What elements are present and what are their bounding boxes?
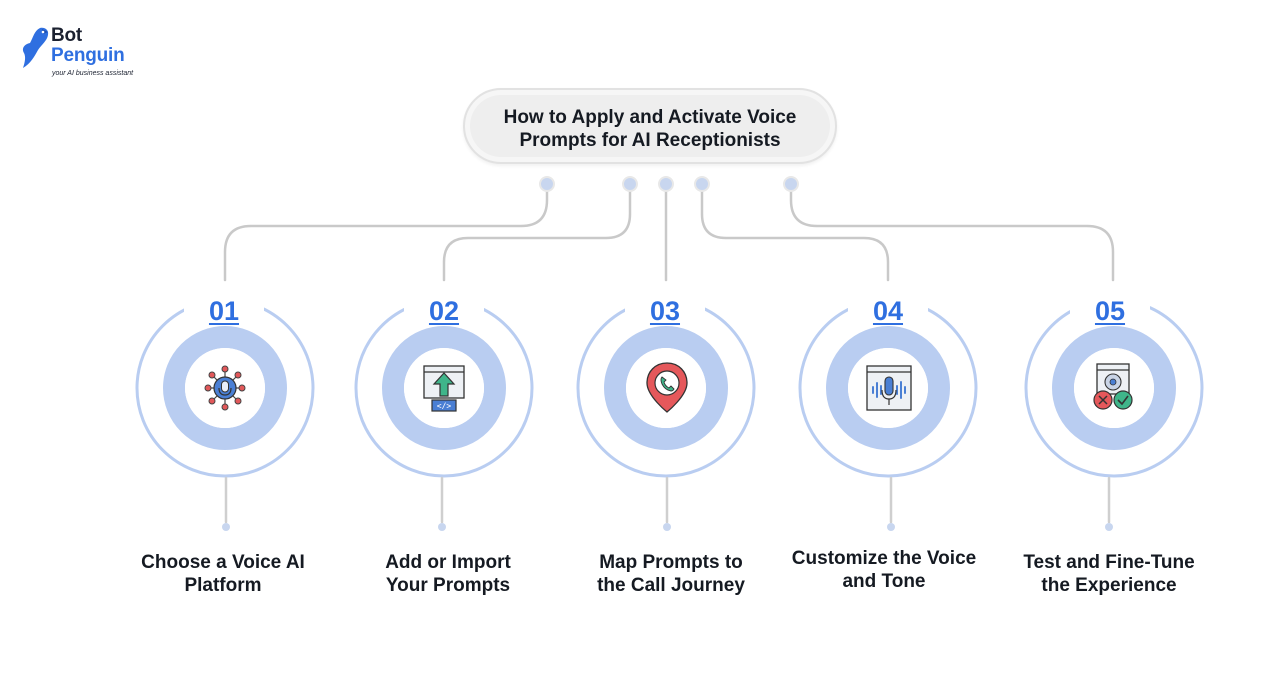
voice-network-icon: [200, 363, 250, 413]
step-number-05: 05: [1070, 296, 1150, 326]
step-number-01: 01: [184, 296, 264, 326]
logo-text-bot: Bot: [51, 25, 83, 46]
stem-dot-03: [663, 523, 671, 531]
microphone-waveform-icon: [864, 363, 914, 413]
step-inner-ring-05: [1052, 326, 1176, 450]
title-dot-1: [539, 176, 555, 192]
test-check-cross-icon: [1087, 360, 1137, 410]
stem-dot-04: [887, 523, 895, 531]
step-label-05-line2: the Experience: [1041, 575, 1177, 596]
step-inner-ring-02: [382, 326, 506, 450]
step-label-01: Choose a Voice AI Platform: [113, 551, 333, 597]
step-label-01-line2: Platform: [184, 575, 262, 596]
connector-02: [442, 182, 632, 282]
logo-tagline: your AI business assistant: [52, 70, 134, 77]
stem-dot-01: [222, 523, 230, 531]
step-label-02-line2: Your Prompts: [385, 575, 511, 596]
step-number-03: 03: [625, 296, 705, 326]
step-inner-ring-01: [163, 326, 287, 450]
connector-04: [700, 182, 890, 282]
title-dot-2: [622, 176, 638, 192]
page-title: How to Apply and Activate Voice Prompts …: [465, 106, 835, 152]
step-number-04: 04: [848, 296, 928, 326]
logo-text-penguin: Penguin: [51, 45, 125, 66]
title-pill: How to Apply and Activate Voice Prompts …: [463, 88, 837, 164]
step-label-04: Customize the Voice and Tone: [774, 547, 994, 593]
title-dot-4: [694, 176, 710, 192]
stem-dot-02: [438, 523, 446, 531]
penguin-icon: [22, 27, 49, 68]
step-label-03: Map Prompts to the Call Journey: [561, 551, 781, 597]
step-label-03-line2: the Call Journey: [597, 575, 745, 596]
step-inner-ring-03: [604, 326, 728, 450]
title-line-2: Prompts for AI Receptionists: [519, 130, 781, 151]
svg-text:</>: </>: [437, 402, 452, 411]
title-line-1: How to Apply and Activate Voice: [503, 107, 797, 128]
step-label-04-line2: and Tone: [842, 571, 926, 592]
step-number-02: 02: [404, 296, 484, 326]
step-label-03-line1: Map Prompts to: [599, 552, 743, 573]
step-label-04-line1: Customize the Voice: [791, 548, 977, 569]
connector-05: [789, 182, 1115, 282]
step-label-05-line1: Test and Fine-Tune: [1023, 552, 1195, 573]
botpenguin-logo: Bot Penguin your AI business assistant: [18, 24, 158, 84]
step-label-02: Add or Import Your Prompts: [338, 551, 558, 597]
step-inner-ring-04: [826, 326, 950, 450]
step-label-02-line1: Add or Import: [385, 552, 511, 573]
step-label-05: Test and Fine-Tune the Experience: [999, 551, 1219, 597]
title-dot-5: [783, 176, 799, 192]
title-dot-3: [658, 176, 674, 192]
upload-code-icon: </>: [419, 363, 469, 413]
phone-location-pin-icon: [642, 360, 692, 413]
step-label-01-line1: Choose a Voice AI: [141, 552, 305, 573]
stem-dot-05: [1105, 523, 1113, 531]
connector-01: [223, 182, 549, 282]
